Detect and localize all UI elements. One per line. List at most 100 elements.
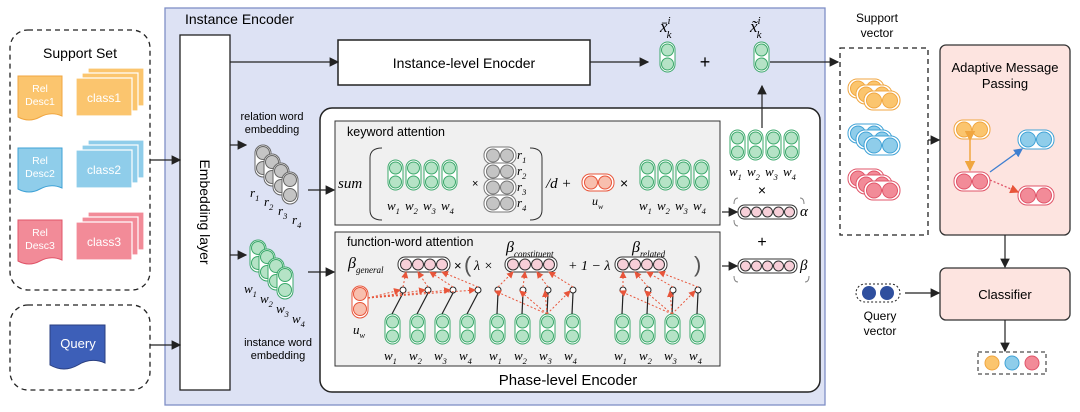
vector-cell (666, 329, 679, 343)
word-vector (409, 313, 426, 345)
subscript: 2 (418, 356, 423, 366)
subscript: 1 (522, 155, 526, 165)
attention-arrow (671, 290, 696, 315)
word-vector (747, 129, 764, 161)
vector-cell (516, 329, 529, 343)
beta-related-label: βrelated (631, 239, 666, 259)
vector-cell (767, 131, 780, 145)
vector-cell (661, 43, 674, 57)
vector-cell (751, 206, 762, 218)
relation-vector (483, 162, 517, 181)
vector-cell (424, 258, 436, 271)
query-vector-cell (862, 286, 876, 300)
vector-cell (443, 175, 456, 189)
subscript: 3 (547, 356, 552, 366)
embedding-layer (179, 34, 231, 391)
multiply-node (569, 286, 577, 294)
symbol: w (765, 164, 774, 179)
attention-input-arrow (391, 292, 404, 315)
times-sign: × (454, 258, 462, 273)
vector-cell (666, 315, 679, 329)
multiply-node (669, 286, 677, 294)
beta-constituent-label: βconstituent (505, 239, 554, 259)
support-class-vector (863, 180, 901, 201)
instance-level-encoder (337, 39, 591, 86)
vector-cell (616, 329, 629, 343)
subscript: 2 (414, 206, 419, 216)
attention-arrow (441, 271, 479, 288)
embedding-layer-label: Embedding layer (197, 159, 213, 264)
subscript: 2 (756, 172, 761, 182)
subscript: 4 (702, 206, 707, 216)
query-vector-cell (880, 286, 894, 300)
attention-arrow (367, 288, 401, 299)
word-vector (384, 313, 401, 345)
vector-cell (389, 175, 402, 189)
subscript: 3 (282, 211, 287, 221)
word-vector (664, 313, 681, 345)
attention-input-arrow (466, 292, 479, 315)
attention-arrow (658, 270, 699, 288)
subscript: 4 (450, 206, 455, 216)
vector-cell (1036, 187, 1052, 204)
vector-cell (436, 258, 448, 271)
attention-arrow (497, 271, 514, 288)
close-paren (529, 147, 543, 221)
relation-description-label: Rel (32, 83, 48, 95)
subscript: 1 (255, 193, 259, 203)
vector-cell (755, 57, 768, 71)
attention-arrow (519, 290, 548, 315)
subscript: w (598, 202, 604, 211)
word-label: w1 (729, 164, 742, 182)
vector-cell (486, 180, 500, 195)
symbol: u (353, 322, 360, 337)
word-label: w2 (409, 348, 423, 366)
vector-cell (866, 92, 882, 109)
support-class-vector (863, 135, 901, 156)
vector-cell (882, 182, 898, 199)
vector-cell (1020, 187, 1036, 204)
relation-description-label: Desc2 (25, 168, 55, 180)
symbol: w (639, 348, 648, 363)
function-word-attention-box (334, 231, 721, 367)
attention-input-arrow (696, 292, 699, 315)
vector-cell (641, 258, 653, 271)
vector-cell (407, 161, 420, 175)
vector-cell (278, 268, 292, 282)
lambda-times: λ × (473, 259, 493, 274)
subscript: 4 (468, 356, 473, 366)
subscript: 4 (698, 356, 703, 366)
relation-label: r2 (517, 163, 527, 181)
multiply-node (519, 286, 527, 294)
multiply-node (544, 286, 552, 294)
word-vector (689, 313, 706, 345)
vector-cell (500, 196, 514, 211)
relation-label: r3 (517, 179, 526, 197)
symbol: r (292, 212, 298, 227)
amp-node (1017, 185, 1055, 206)
word-vector (783, 129, 800, 161)
message-arrow (989, 148, 1024, 173)
vector-cell (677, 175, 690, 189)
attention-arrow (367, 286, 476, 299)
sum-label: sum (338, 176, 362, 192)
support-vector-box (839, 47, 929, 236)
support-class-vector (863, 90, 901, 111)
subscript: 3 (442, 356, 447, 366)
word-vector (729, 129, 746, 161)
symbol: w (489, 348, 498, 363)
word-vector (675, 159, 692, 191)
alpha-vector (737, 204, 798, 220)
symbol: w (614, 348, 623, 363)
symbol: w (514, 348, 523, 363)
word-label: w3 (434, 348, 447, 366)
vector-cell (749, 145, 762, 159)
class-label: class3 (87, 235, 121, 249)
vector-cell (425, 175, 438, 189)
